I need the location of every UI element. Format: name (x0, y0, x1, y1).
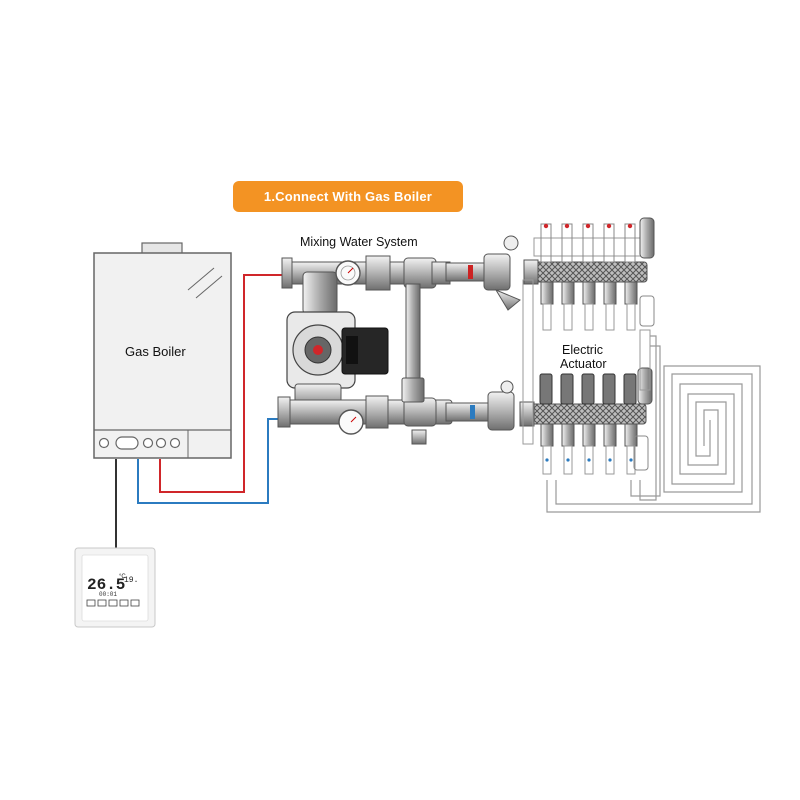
manifold-bracket (522, 279, 651, 445)
gas-boiler-label: Gas Boiler (125, 344, 186, 359)
thermostat-clock: 00:01 (99, 591, 117, 598)
boiler-connections (115, 274, 289, 548)
electric-actuator-label-line1: Electric (562, 343, 603, 357)
manifold-feed-pipes (445, 235, 521, 431)
gas-boiler (93, 242, 232, 459)
thermostat: 26.5 °C 19. 00:01 (74, 547, 156, 628)
supply-manifold (523, 217, 655, 331)
section-banner: 1.Connect With Gas Boiler (233, 181, 463, 212)
thermostat-unit: °C (119, 574, 126, 580)
banner-text: 1.Connect With Gas Boiler (263, 189, 433, 204)
electric-actuator-label-line2: Actuator (560, 357, 607, 371)
mixing-water-system-label: Mixing Water System (300, 235, 418, 249)
return-line (137, 418, 285, 504)
thermostat-temp: 26.5 (87, 576, 125, 594)
mixing-water-system (277, 255, 453, 445)
thermostat-set-temp: 19. (124, 576, 138, 585)
supply-line (159, 274, 289, 493)
floor-heating-loop (546, 335, 761, 513)
return-manifold (519, 367, 653, 475)
